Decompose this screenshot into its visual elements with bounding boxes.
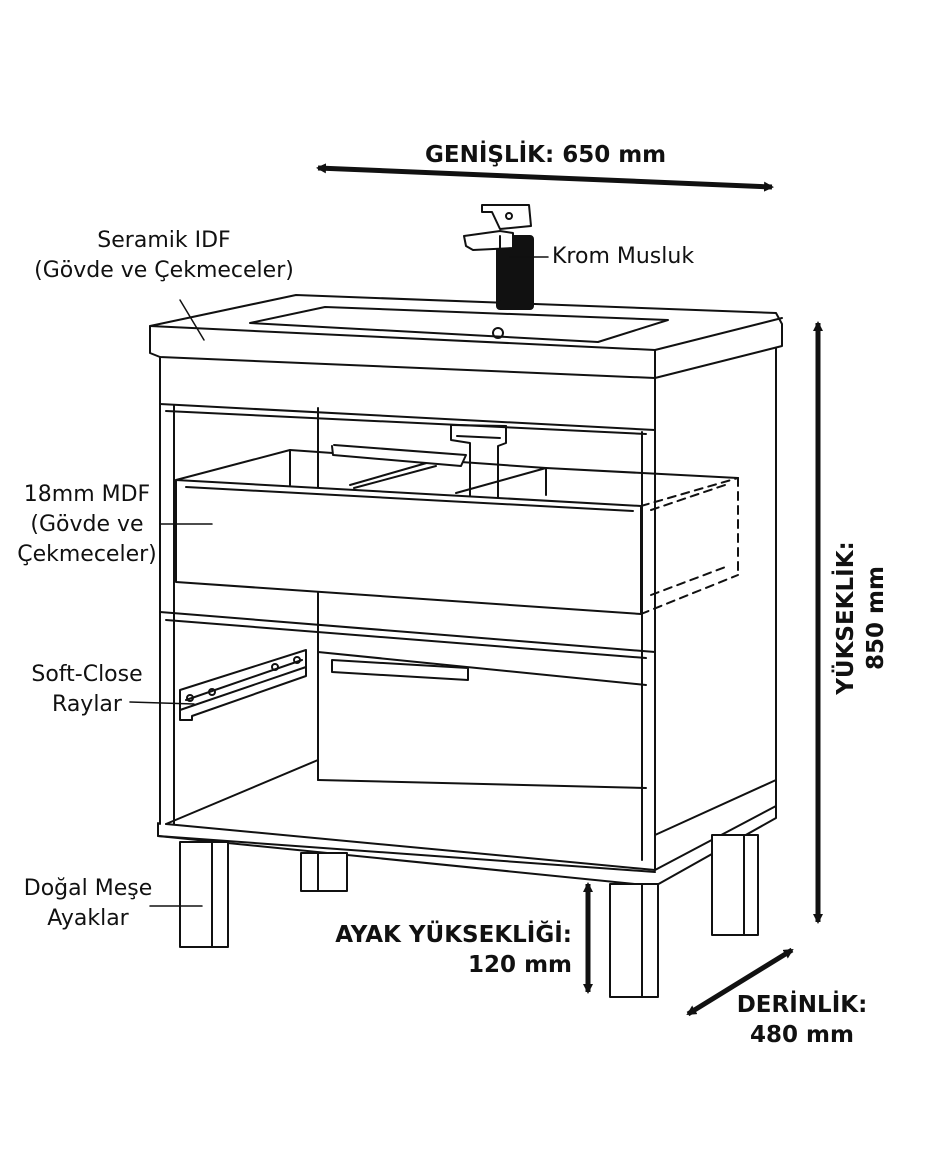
- bottom-drawer-handle: [332, 660, 468, 680]
- rails-label-line2: Raylar: [52, 692, 122, 717]
- chrome-faucet: [464, 205, 533, 309]
- legs-label-line2: Ayaklar: [47, 906, 129, 931]
- ceramic-basin: [150, 295, 782, 378]
- oak-legs: [180, 835, 758, 997]
- depth-arrow: [686, 950, 794, 1014]
- rails-label: Soft-Close Raylar: [16, 660, 158, 720]
- mdf-label-line1: 18mm MDF: [23, 482, 151, 507]
- depth-label-line2: 480 mm: [750, 1022, 854, 1048]
- ceramic-label-line1: Seramik IDF: [97, 228, 231, 253]
- leader-lines: [130, 257, 548, 906]
- mdf-label-line3: Çekmeceler): [17, 542, 157, 567]
- width-label: GENİŞLİK: 650 mm: [425, 142, 667, 168]
- leg-height-label-line1: AYAK YÜKSEKLİĞİ:: [335, 922, 572, 948]
- top-drawer-open: [176, 445, 738, 614]
- ceramic-label: Seramik IDF (Gövde ve Çekmeceler): [22, 226, 306, 286]
- ceramic-label-line2: (Gövde ve Çekmeceler): [34, 258, 294, 283]
- height-label-line1: YÜKSEKLİK:: [833, 541, 859, 695]
- leg-height-label-line2: 120 mm: [468, 952, 572, 978]
- ceramic-leader: [180, 300, 204, 340]
- leg-height-label: AYAK YÜKSEKLİĞİ: 120 mm: [334, 920, 572, 980]
- height-label-line2: 850 mm: [863, 566, 889, 670]
- depth-label-line1: DERİNLİK:: [736, 992, 868, 1018]
- cabinet-body: [158, 348, 776, 886]
- soft-close-rail: [180, 650, 306, 720]
- depth-label: DERİNLİK: 480 mm: [736, 990, 868, 1050]
- faucet-label: Krom Musluk: [552, 244, 695, 269]
- mdf-label: 18mm MDF (Gövde ve Çekmeceler): [8, 480, 166, 570]
- width-arrow: [316, 163, 774, 192]
- legs-label-line1: Doğal Meşe: [23, 876, 153, 901]
- siphon-pipe: [451, 425, 506, 500]
- rails-label-line1: Soft-Close: [31, 662, 143, 687]
- mdf-label-line2: (Gövde ve: [30, 512, 144, 537]
- legs-label: Doğal Meşe Ayaklar: [22, 874, 154, 934]
- rails-leader: [130, 702, 194, 704]
